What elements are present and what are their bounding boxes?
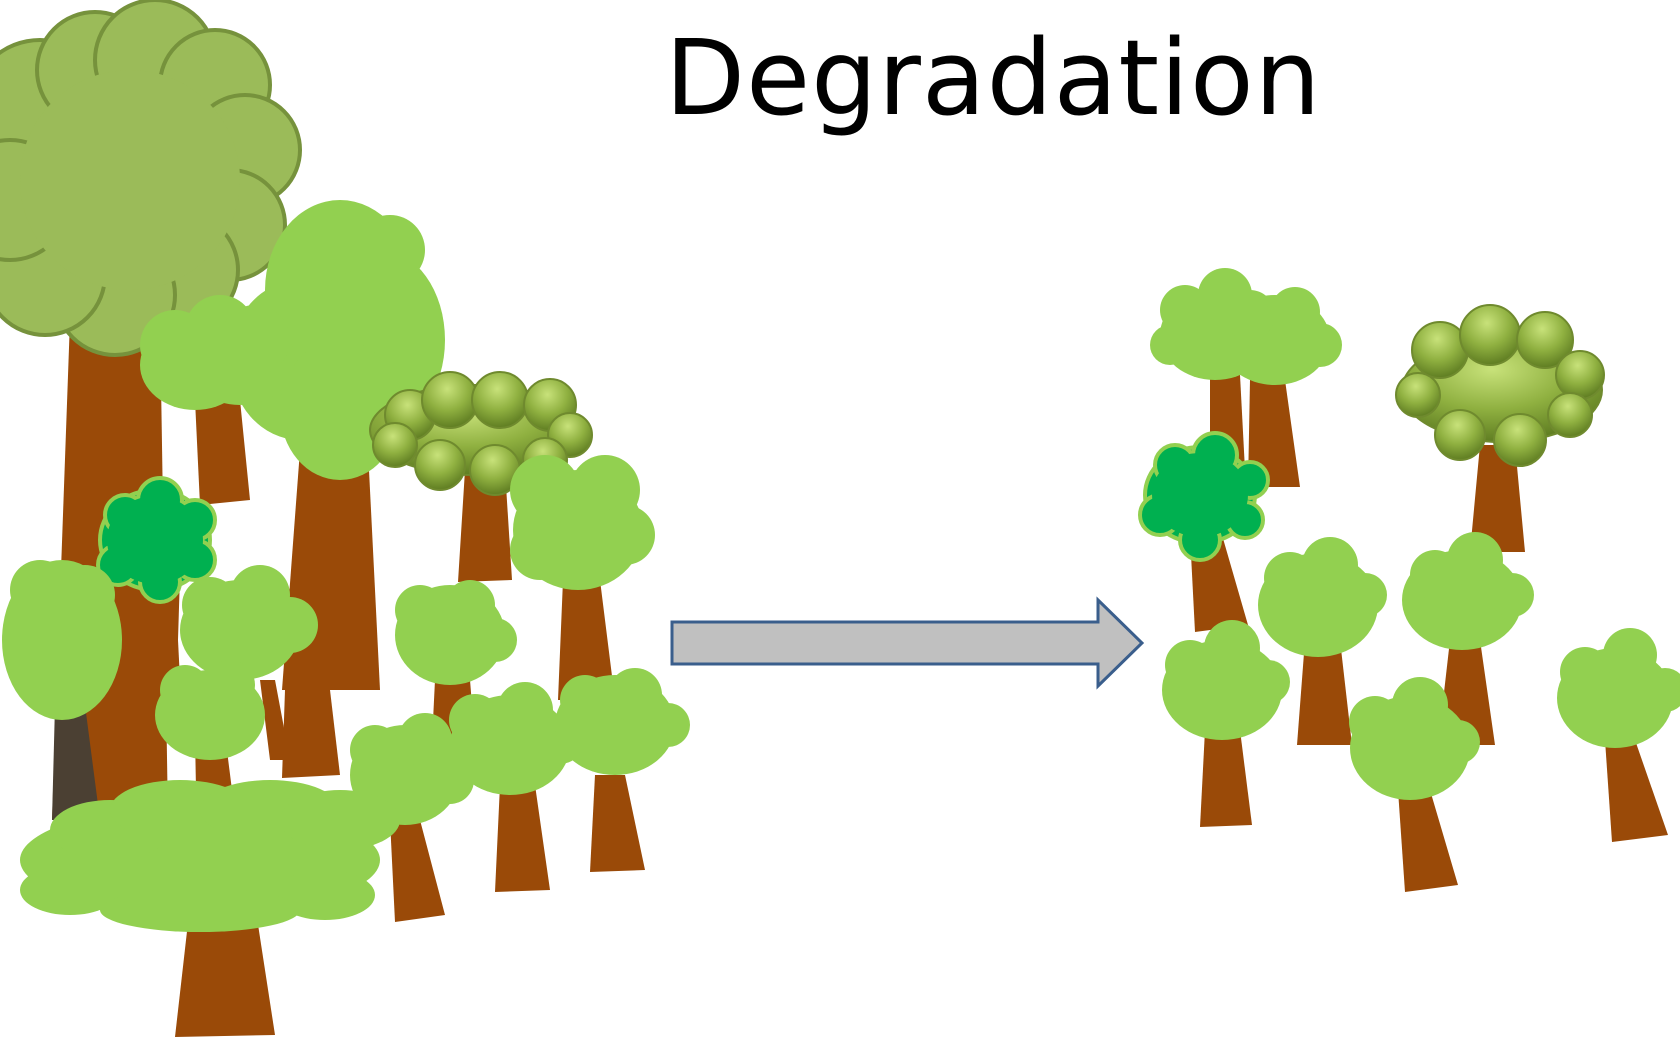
tree-icon — [96, 476, 217, 680]
tree-icon — [1150, 268, 1272, 472]
tree-icon — [555, 668, 690, 872]
after-forest — [1138, 268, 1680, 892]
tree-icon — [369, 371, 593, 582]
tree-icon — [1138, 431, 1270, 632]
tree-icon — [1162, 620, 1290, 827]
tree-icon — [140, 295, 295, 505]
tree-icon — [155, 660, 265, 790]
tree-icon — [1349, 677, 1480, 892]
tree-icon — [180, 565, 318, 760]
tree-icon — [449, 682, 584, 892]
tree-icon — [2, 560, 122, 820]
tree-icon — [1557, 628, 1680, 842]
tree-icon — [0, 0, 302, 820]
tree-icon — [1402, 532, 1534, 745]
tree-icon — [1258, 537, 1387, 745]
right-arrow-icon — [670, 596, 1145, 690]
tree-icon — [510, 455, 655, 700]
tree-icon — [20, 780, 400, 1037]
diagram-title: Degradation — [665, 17, 1322, 139]
before-forest — [0, 0, 690, 1037]
tree-icon — [1395, 304, 1605, 552]
